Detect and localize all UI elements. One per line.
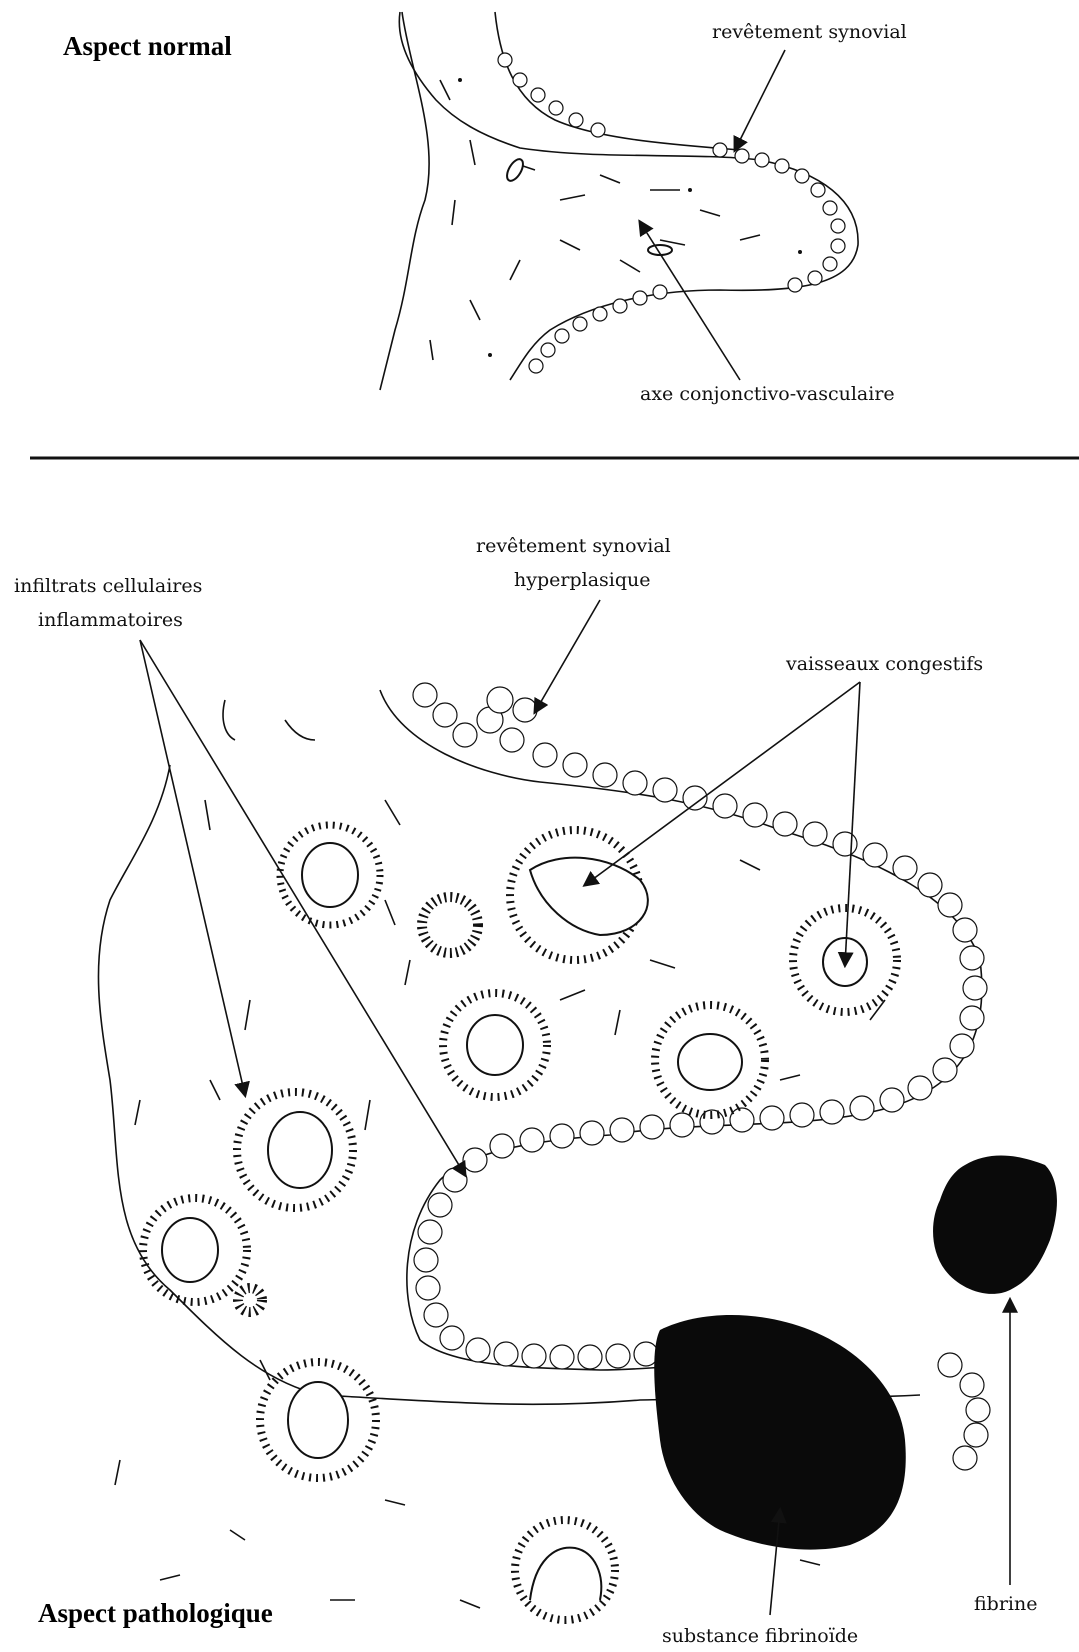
label-congested-vessels: vaisseaux congestifs <box>785 653 983 675</box>
normal-lining-cells <box>498 53 845 373</box>
normal-villus-outline <box>399 12 858 380</box>
arrow-infiltrates-1 <box>140 640 245 1095</box>
label-fibrinoid: substance fibrinoïde <box>662 1625 858 1647</box>
label-fibrin: fibrine <box>974 1593 1037 1615</box>
label-hyperplastic-lining-1: revêtement synovial <box>476 535 671 557</box>
normal-villus-left-edge <box>380 12 429 390</box>
pathological-title: Aspect pathologique <box>38 1598 273 1628</box>
normal-vessel-1 <box>504 157 526 184</box>
normal-villus-inner-edge <box>495 12 740 150</box>
arrow-congested-vessels-2 <box>845 682 860 965</box>
arrow-synovial-lining <box>735 50 785 150</box>
label-infiltrates-1: infiltrats cellulaires <box>14 575 202 597</box>
normal-title: Aspect normal <box>63 31 232 61</box>
label-hyperplastic-lining-2: hyperplasique <box>514 569 651 591</box>
arrow-connective-axis <box>640 222 740 380</box>
arrow-hyperplastic-lining <box>535 600 600 712</box>
normal-panel: Aspect normal <box>63 12 907 405</box>
fibrin-mass <box>933 1156 1057 1294</box>
label-synovial-lining: revêtement synovial <box>712 21 907 43</box>
label-infiltrates-2: inflammatoires <box>38 609 183 631</box>
pathological-panel: revêtement synovial hyperplasique infilt… <box>14 535 1057 1647</box>
label-connective-axis: axe conjonctivo-vasculaire <box>640 383 895 405</box>
pathological-tissue-outline <box>98 765 920 1404</box>
